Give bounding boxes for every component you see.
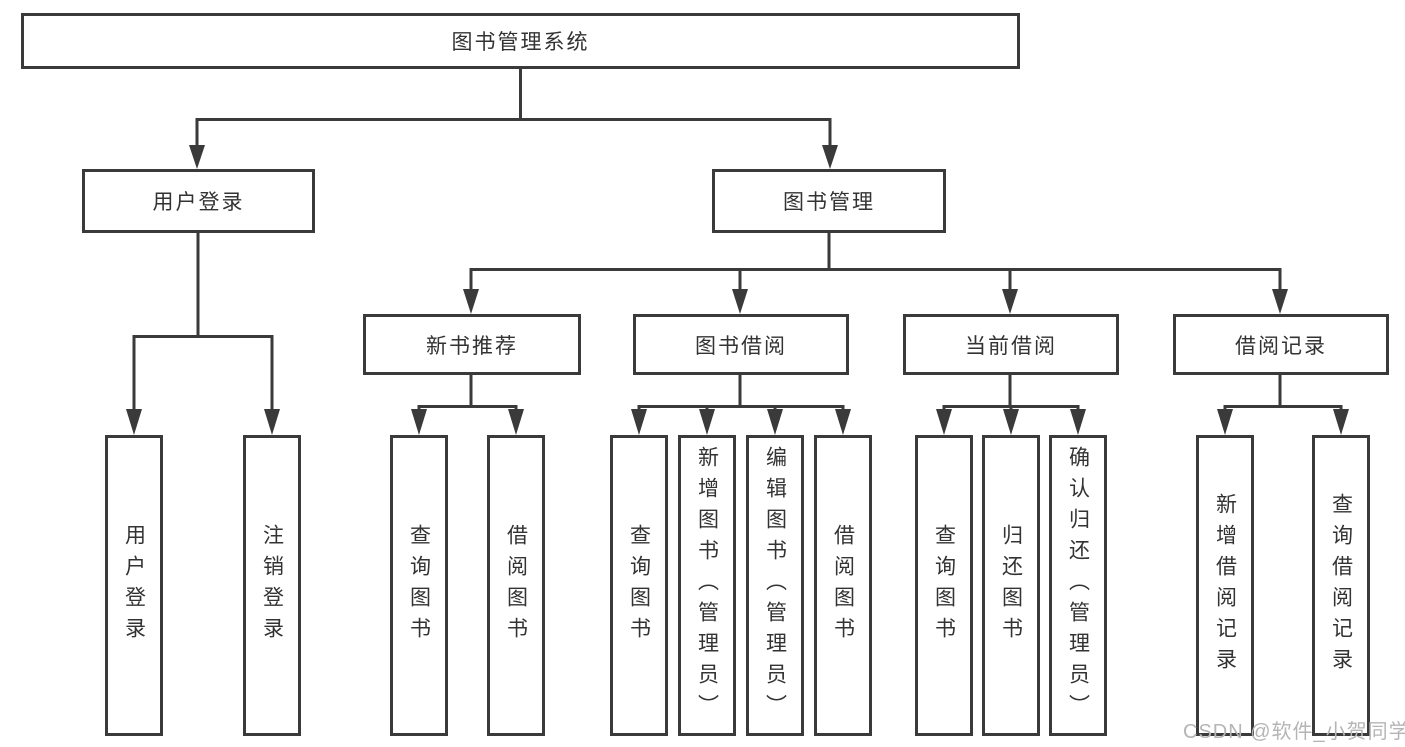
node-user-login-label: 用户登录 — [152, 191, 245, 214]
leaf-user-login: 用户登录 — [105, 435, 163, 736]
leaf-query-books-recommend-label: 查询图书 — [407, 523, 431, 648]
node-borrow-records-label: 借阅记录 — [1235, 334, 1327, 358]
leaf-borrow-books-recommend-label: 借阅图书 — [504, 523, 528, 648]
node-new-book-recommend-label: 新书推荐 — [426, 334, 518, 358]
leaf-query-borrow-record-label: 查询借阅记录 — [1329, 492, 1353, 679]
leaf-return-book-label: 归还图书 — [999, 523, 1023, 648]
leaf-confirm-return-admin: 确认归还（管理员） — [1049, 435, 1107, 736]
leaf-borrow-books-recommend: 借阅图书 — [487, 435, 545, 736]
leaf-add-book-admin: 新增图书（管理员） — [678, 435, 736, 736]
leaf-return-book: 归还图书 — [982, 435, 1040, 736]
leaf-add-book-admin-label: 新增图书（管理员） — [695, 446, 719, 725]
arrowhead-icons — [126, 145, 1349, 435]
leaf-logout: 注销登录 — [243, 435, 301, 736]
leaf-query-books-borrow-label: 查询图书 — [627, 523, 651, 648]
node-book-borrow-label: 图书借阅 — [695, 334, 787, 358]
csdn-watermark: CSDN @软件_小贺同学 — [1183, 721, 1405, 743]
leaf-logout-label: 注销登录 — [260, 523, 284, 648]
leaf-borrow-books: 借阅图书 — [814, 435, 872, 736]
node-borrow-records: 借阅记录 — [1173, 314, 1389, 375]
node-root: 图书管理系统 — [21, 13, 1020, 69]
leaf-borrow-books-label: 借阅图书 — [831, 523, 855, 648]
leaf-edit-book-admin: 编辑图书（管理员） — [746, 435, 804, 736]
leaf-user-login-label: 用户登录 — [122, 523, 146, 648]
leaf-query-books-borrow: 查询图书 — [610, 435, 668, 736]
leaf-query-books-current: 查询图书 — [915, 435, 973, 736]
node-root-label: 图书管理系统 — [451, 31, 590, 54]
leaf-confirm-return-admin-label: 确认归还（管理员） — [1066, 446, 1090, 725]
leaf-query-books-current-label: 查询图书 — [932, 523, 956, 648]
leaf-add-borrow-record-label: 新增借阅记录 — [1213, 492, 1237, 679]
node-book-borrow: 图书借阅 — [633, 314, 849, 375]
node-current-borrow: 当前借阅 — [903, 314, 1119, 375]
node-current-borrow-label: 当前借阅 — [965, 334, 1057, 358]
node-new-book-recommend: 新书推荐 — [363, 314, 581, 375]
node-user-login: 用户登录 — [82, 169, 315, 233]
node-book-management-label: 图书管理 — [783, 191, 875, 214]
leaf-edit-book-admin-label: 编辑图书（管理员） — [763, 446, 787, 725]
leaf-query-borrow-record: 查询借阅记录 — [1312, 435, 1370, 736]
node-book-management: 图书管理 — [712, 169, 946, 233]
leaf-query-books-recommend: 查询图书 — [390, 435, 448, 736]
leaf-add-borrow-record: 新增借阅记录 — [1196, 435, 1254, 736]
